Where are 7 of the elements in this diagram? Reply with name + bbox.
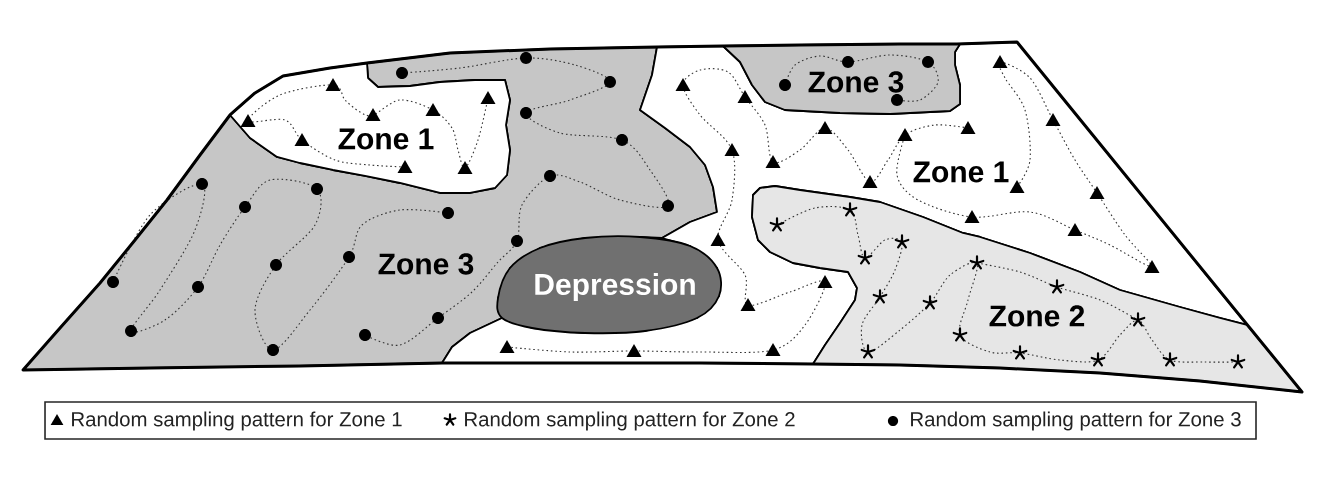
zone-area: Zone 3 [722, 43, 961, 115]
legend-label: Random sampling pattern for Zone 3 [911, 411, 1241, 431]
depression-area: Depression [496, 235, 723, 335]
legend-label: Random sampling pattern for Zone 1 [72, 411, 402, 431]
legend-label: Random sampling pattern for Zone 2 [465, 411, 795, 431]
zone-area: Zone 1 [229, 62, 511, 194]
zone-area: Zone 2 [751, 185, 1303, 393]
